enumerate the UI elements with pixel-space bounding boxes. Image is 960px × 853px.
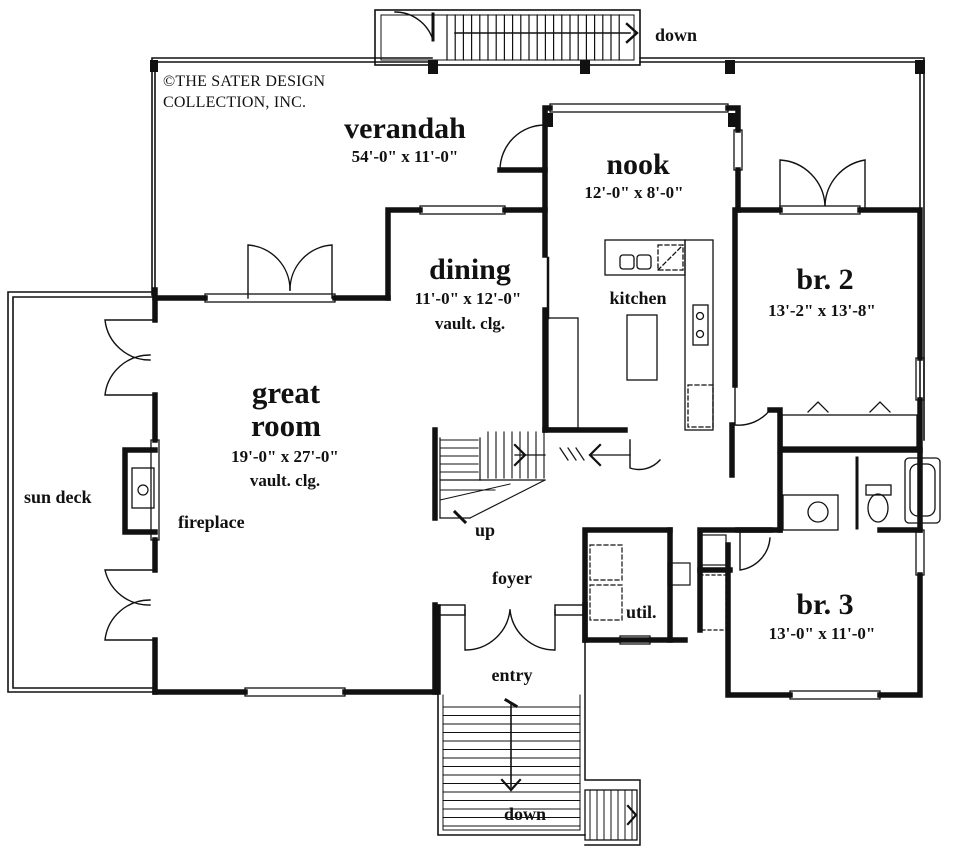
br2-label: br. 2 xyxy=(796,263,854,296)
fireplace-label: fireplace xyxy=(178,512,245,532)
great-room-note: vault. clg. xyxy=(249,471,321,490)
doors xyxy=(104,124,866,651)
br3-dims: 13'-0" x 11'-0" xyxy=(768,624,876,643)
kitchen-fixtures xyxy=(546,239,714,431)
great-room-label-line-1: great xyxy=(251,375,321,410)
dining-label: dining xyxy=(429,253,511,286)
top-stair xyxy=(374,9,641,66)
great-room-label: great room xyxy=(251,376,321,443)
copyright-line-2: COLLECTION, INC. xyxy=(163,93,307,111)
sun-deck-label: sun deck xyxy=(24,487,92,507)
br2-dims: 13'-2" x 13'-8" xyxy=(768,301,876,320)
great-room-dims: 19'-0" x 27'-0" xyxy=(231,447,339,466)
posts xyxy=(150,60,925,127)
utility-fixtures xyxy=(589,534,727,631)
entry-stair xyxy=(437,694,638,841)
bath-fixtures xyxy=(781,401,941,531)
nook-dims: 12'-0" x 8'-0" xyxy=(584,183,684,202)
verandah-label: verandah xyxy=(344,112,466,145)
great-room-label-line-2: room xyxy=(250,408,322,444)
walls xyxy=(152,105,923,698)
dining-dims: 11'-0" x 12'-0" xyxy=(414,289,522,308)
dining-note: vault. clg. xyxy=(434,314,506,333)
br3-label: br. 3 xyxy=(796,588,854,621)
interior-stair xyxy=(439,431,631,525)
copyright-line-1: ©THE SATER DESIGN xyxy=(163,73,326,90)
fireplace xyxy=(122,447,158,535)
bottom-stair-down-label: down xyxy=(504,804,547,824)
nook-label: nook xyxy=(606,148,670,181)
util-label: util. xyxy=(626,602,657,622)
verandah-dims: 54'-0" x 11'-0" xyxy=(351,147,459,166)
entry-walls xyxy=(434,602,641,846)
windows xyxy=(150,103,925,700)
copyright-notice: ©THE SATER DESIGN COLLECTION, INC. xyxy=(163,72,325,114)
foyer-label: foyer xyxy=(492,568,532,588)
entry-label: entry xyxy=(491,665,533,685)
stair-up-label: up xyxy=(475,520,496,540)
top-stair-down-label: down xyxy=(655,25,698,45)
kitchen-label: kitchen xyxy=(609,288,667,308)
sun-deck-outline xyxy=(7,291,156,693)
